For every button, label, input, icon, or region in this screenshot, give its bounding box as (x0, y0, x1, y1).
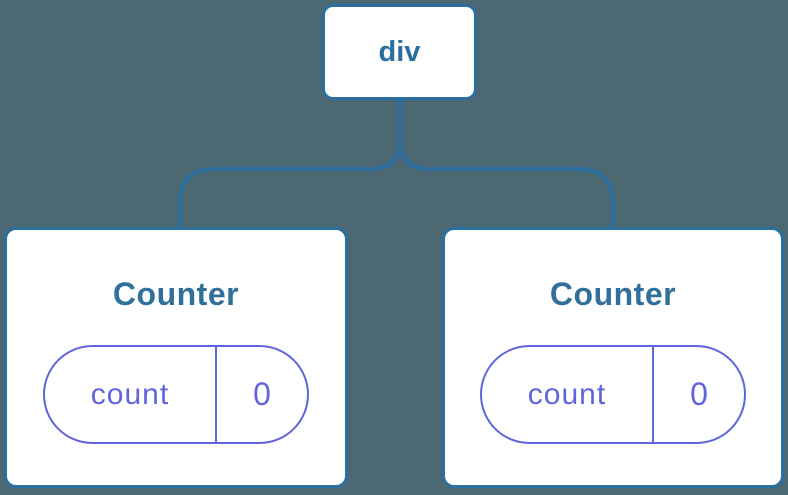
state-key-label: count (482, 347, 654, 442)
state-pill: count 0 (43, 345, 309, 444)
component-title: Counter (112, 276, 240, 312)
state-value: 0 (690, 376, 708, 412)
tree-node-counter-left: Counter count 0 (4, 227, 348, 488)
connector-right-branch (398, 100, 615, 232)
tree-node-div: div (322, 4, 477, 100)
state-key-label: count (45, 347, 217, 442)
tree-node-counter-right: Counter count 0 (442, 227, 784, 488)
state-value: 0 (253, 376, 271, 412)
connector-left-branch (178, 100, 402, 232)
state-pill: count 0 (480, 345, 746, 444)
root-node-label: div (378, 35, 421, 68)
component-title: Counter (549, 276, 677, 312)
